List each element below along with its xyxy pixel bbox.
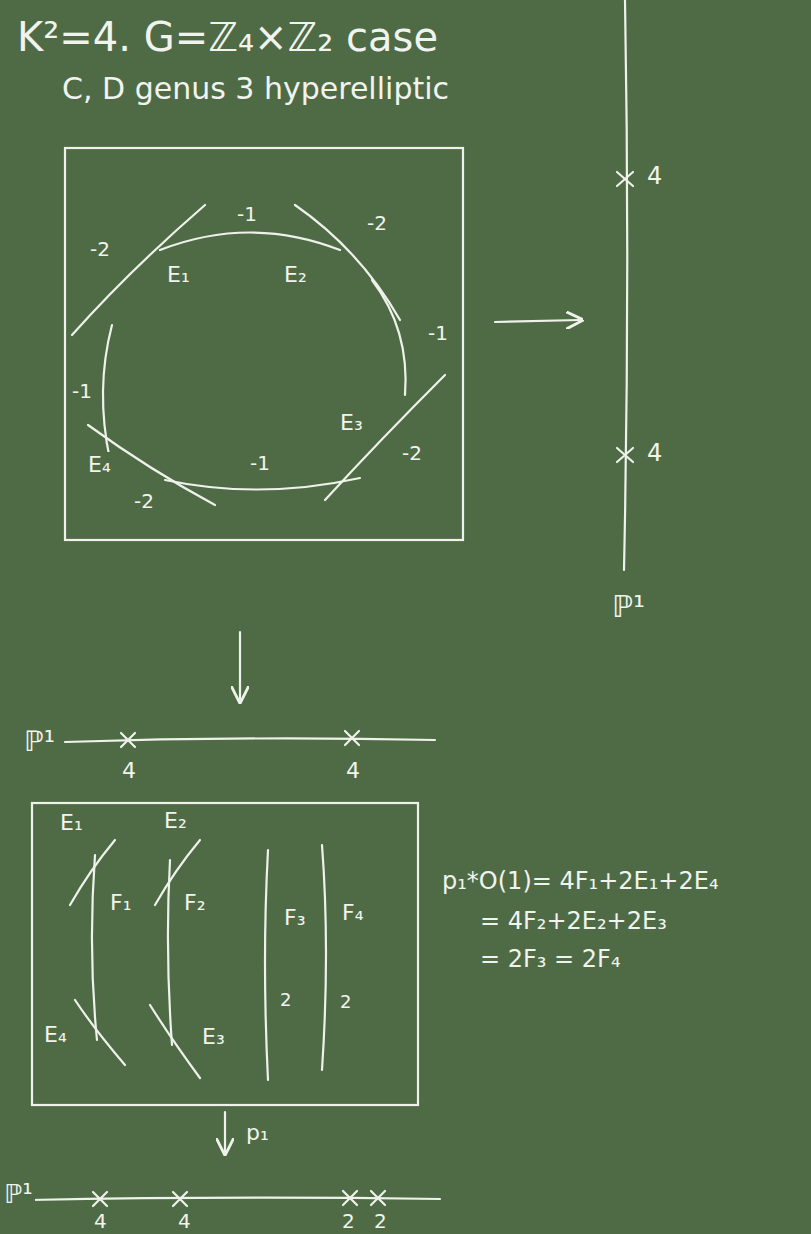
chalk-label: F₃	[282, 905, 307, 930]
cross-mark	[121, 733, 135, 747]
cross-mark	[173, 1192, 187, 1206]
chalk-label: -2	[365, 212, 389, 235]
chalk-label: 4	[645, 440, 664, 468]
chalk-label: 4	[92, 1210, 109, 1233]
fiber-f1	[92, 855, 97, 1040]
cross-mark	[617, 448, 633, 462]
chalk-label: E₁	[58, 810, 85, 835]
chalk-label: 2	[338, 992, 353, 1013]
chalk-label: F₁	[108, 890, 133, 915]
chalk-label: F₄	[340, 900, 365, 925]
map-arrow	[239, 632, 241, 700]
surface-square	[65, 148, 463, 540]
title: K²=4. G=ℤ₄×ℤ₂ case	[15, 14, 440, 60]
chalk-label: 4	[176, 1210, 193, 1233]
map-arrow	[224, 1112, 226, 1152]
chalk-label: E₄	[42, 1022, 69, 1047]
curve-top	[160, 233, 340, 251]
cross-mark	[617, 172, 633, 186]
map-arrow	[495, 320, 580, 322]
cross-mark	[371, 1191, 385, 1205]
fiber-f3	[265, 850, 268, 1080]
chalk-label: p₁*O(1)= 4F₁+2E₁+2E₄	[440, 868, 721, 896]
curve-left	[103, 325, 112, 460]
chalk-label: -2	[88, 238, 112, 261]
curve-e1	[72, 205, 205, 335]
curve-e3	[150, 1005, 200, 1078]
chalk-label: E₂	[162, 808, 189, 833]
cross-mark	[343, 1191, 357, 1205]
chalk-label: F₂	[182, 890, 207, 915]
chalk-label: p₁	[244, 1120, 271, 1145]
chalk-label: 2	[372, 1210, 389, 1233]
chalk-label: 4	[344, 758, 362, 783]
projective-line	[624, 0, 627, 570]
chalk-label: E₄	[86, 452, 113, 477]
curve-e4	[75, 1000, 125, 1065]
chalk-label: E₂	[282, 262, 309, 287]
surface-square	[32, 803, 418, 1105]
chalk-label: -2	[132, 490, 156, 513]
fiber-f2	[168, 860, 172, 1045]
chalk-label: 2	[278, 990, 293, 1011]
chalk-label: -1	[248, 452, 272, 475]
chalk-label: ℙ¹	[22, 726, 57, 758]
cross-mark	[345, 731, 359, 745]
chalk-label: ℙ¹	[2, 1180, 35, 1210]
chalk-label: 4	[120, 758, 138, 783]
chalk-label: -2	[400, 442, 424, 465]
chalk-label: 4	[645, 163, 664, 191]
chalk-label: = 4F₂+2E₂+2E₃	[478, 908, 669, 936]
fiber-f4	[322, 845, 326, 1070]
chalk-label: -1	[426, 322, 450, 345]
chalk-label: = 2F₃ = 2F₄	[478, 946, 623, 974]
chalk-label: C, D genus 3 hyperelliptic	[60, 72, 451, 107]
chalk-label: E₃	[200, 1024, 227, 1049]
chalk-label: -1	[70, 380, 94, 403]
chalk-label: ℙ¹	[610, 590, 647, 625]
projective-line	[65, 738, 435, 742]
curve-right	[372, 280, 406, 395]
curve-e2	[295, 205, 400, 320]
chalk-label: 2	[340, 1210, 357, 1233]
chalk-label: E₃	[338, 410, 365, 435]
chalk-label: E₁	[165, 262, 192, 287]
cross-mark	[93, 1192, 107, 1206]
chalk-label: -1	[235, 203, 259, 226]
curve-bottom	[165, 478, 360, 490]
